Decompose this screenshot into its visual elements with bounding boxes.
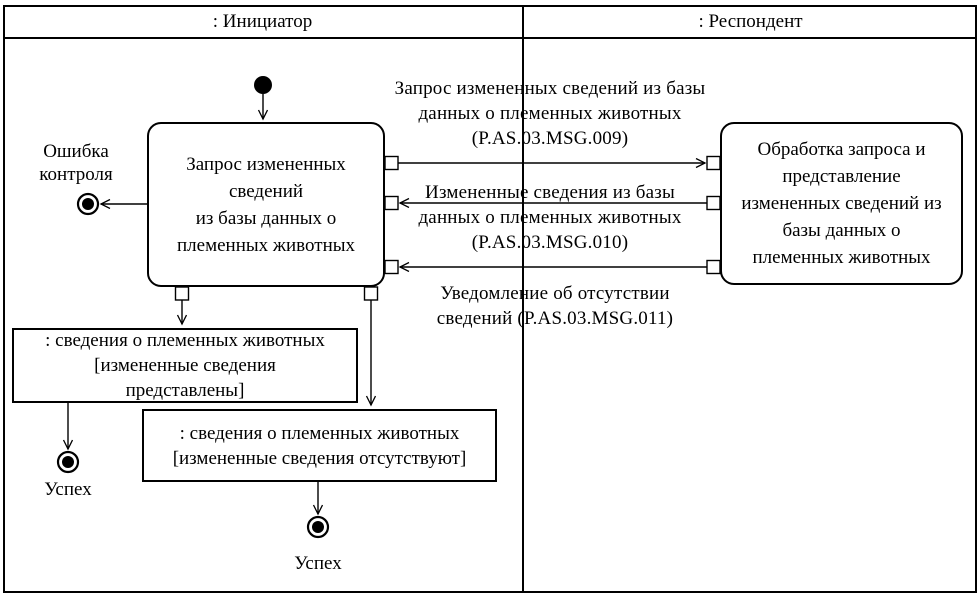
activity-process-request: Обработка запроса и представление измене… <box>720 122 963 285</box>
activity-text-line: Обработка запроса и <box>757 139 926 160</box>
swimlane-divider <box>522 5 524 593</box>
message-label-msg011: Уведомление об отсутствии сведений (P.AS… <box>405 281 705 331</box>
pin-initiator-in-msg010 <box>384 195 399 211</box>
swimlane-title-initiator: : Инициатор <box>212 11 313 32</box>
swimlane-header-underline <box>3 37 977 39</box>
message-text-line: данных о племенных животных <box>418 207 682 228</box>
message-label-msg010: Измененные сведения из базы данных о пле… <box>400 180 700 255</box>
pin-respondent-out-msg010 <box>706 195 721 211</box>
message-text-line: Уведомление об отсутствии <box>440 283 670 304</box>
swimlane-title-respondent: : Респондент <box>698 11 803 32</box>
message-text-line: данных о племенных животных <box>418 103 682 124</box>
message-text-line: (P.AS.03.MSG.010) <box>471 232 629 253</box>
object-text-line: представлены] <box>125 380 245 401</box>
diagram-frame <box>3 5 977 593</box>
message-text-line: Измененные сведения из базы <box>425 182 675 203</box>
object-text-line: : сведения о племенных животных <box>179 422 460 444</box>
activity-text-line: сведений <box>228 180 304 202</box>
object-text-line: : сведения о племенных животных <box>45 330 325 351</box>
pin-initiator-out-msg009 <box>384 155 399 171</box>
final-node-success-left-core <box>62 456 74 468</box>
activity-text-line: представление <box>782 166 901 187</box>
error-text-line: Ошибка <box>43 141 109 162</box>
start-node <box>254 76 272 94</box>
pin-respondent-out-msg011 <box>706 259 721 275</box>
pin-respondent-in-msg009 <box>706 155 721 171</box>
error-terminal-label: Ошибка контроля <box>16 140 136 186</box>
activity-text-line: племенных животных <box>176 234 355 256</box>
success-terminal-label-left: Успех <box>44 479 92 500</box>
pin-initiator-out-absent <box>363 286 379 301</box>
object-text-line: [измененные сведения отсутствуют] <box>172 447 467 469</box>
object-text-line: [измененные сведения <box>94 355 276 376</box>
success-terminal-label-center: Успех <box>294 553 342 574</box>
message-text-line: сведений (P.AS.03.MSG.011) <box>436 308 674 329</box>
pin-initiator-out-present <box>174 286 190 301</box>
final-node-error-core <box>82 198 94 210</box>
message-label-msg009: Запрос измененных сведений из базы данны… <box>385 76 715 151</box>
activity-text-line: базы данных о <box>782 220 901 241</box>
activity-request-changed-data: Запрос измененных сведений из базы данны… <box>147 122 385 287</box>
final-node-success-center-core <box>312 521 324 533</box>
object-node-data-absent: : сведения о племенных животных [изменен… <box>142 409 497 482</box>
activity-text-line: из базы данных о <box>195 207 337 229</box>
pin-initiator-in-msg011 <box>384 259 399 275</box>
activity-text-line: Запрос измененных <box>186 153 346 175</box>
message-text-line: (P.AS.03.MSG.009) <box>471 128 629 149</box>
activity-text-line: племенных животных <box>752 247 931 268</box>
error-text-line: контроля <box>39 164 113 185</box>
message-text-line: Запрос измененных сведений из базы <box>394 78 706 99</box>
object-node-data-present: : сведения о племенных животных [изменен… <box>12 328 358 403</box>
activity-text-line: измененных сведений из <box>741 193 942 214</box>
